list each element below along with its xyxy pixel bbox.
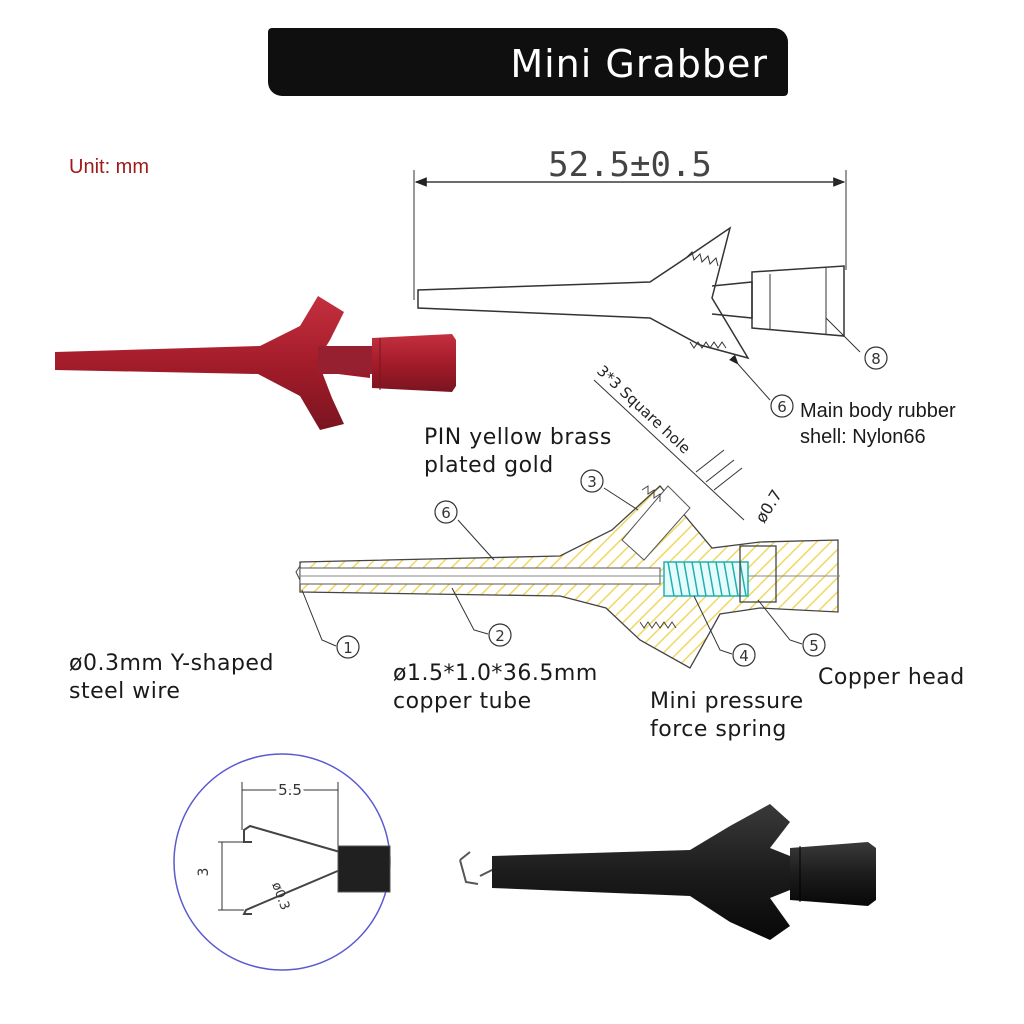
callout-3: 3 <box>587 473 597 491</box>
copper-tube-label: ø1.5*1.0*36.5mm copper tube <box>393 661 598 714</box>
page-title: Mini Grabber <box>510 42 768 86</box>
cross-section-drawing: 3*3 Square hole ø0.7 3 6 1 2 4 5 <box>295 362 840 669</box>
hook-width-dimension: 5.5 <box>278 781 302 799</box>
callout-6-top-circle <box>770 394 794 418</box>
spring-label: Mini pressure force spring <box>650 689 804 742</box>
outline-drawing: 52.5±0.5 8 6 <box>413 145 888 418</box>
callout-8-circle <box>864 346 888 370</box>
hook-height-dimension: 3 <box>196 868 212 877</box>
steel-wire-label: ø0.3mm Y-shaped steel wire <box>69 651 274 704</box>
callout-5: 5 <box>809 637 819 655</box>
title-banner <box>268 28 788 96</box>
unit-label: Unit: mm <box>69 156 149 178</box>
callout-2: 2 <box>495 627 505 645</box>
pin-diameter-dimension: ø0.7 <box>751 486 786 526</box>
callout-4: 4 <box>739 647 749 665</box>
overall-length-dimension: 52.5±0.5 <box>548 145 712 185</box>
callout-6-top: 6 <box>777 398 787 416</box>
copper-head-label: Copper head <box>818 665 965 690</box>
pin-label: PIN yellow brass plated gold <box>424 425 612 478</box>
red-probe-illustration <box>55 296 456 430</box>
main-body-label: Main body rubber shell: Nylon66 <box>800 400 956 448</box>
hook-detail: 5.5 3 ø0.3 <box>173 753 391 971</box>
callout-1: 1 <box>343 639 353 657</box>
callout-6-section: 6 <box>441 504 451 522</box>
black-probe-illustration <box>459 804 876 940</box>
callout-8: 8 <box>871 350 881 368</box>
